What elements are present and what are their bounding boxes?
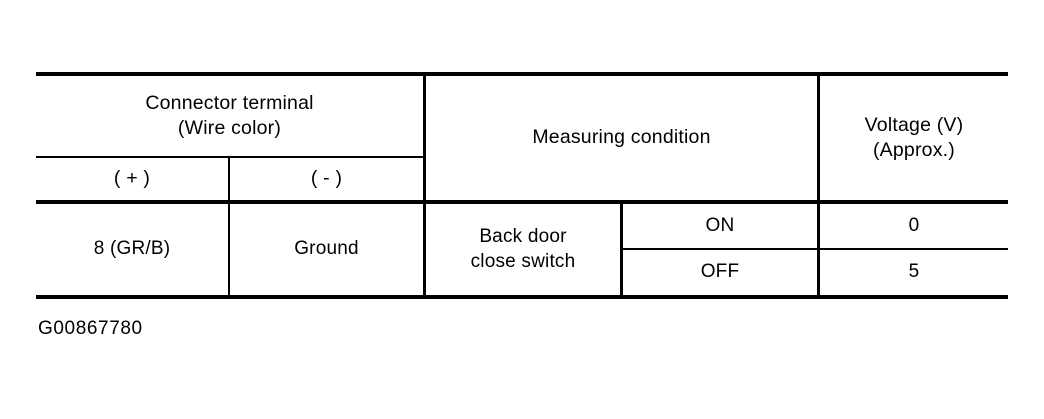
terminal-polarity-divider	[228, 156, 230, 295]
terminal-condition-divider	[423, 72, 426, 299]
cell-voltage-on: 0	[908, 214, 920, 236]
header-terminal-negative: ( - )	[310, 167, 343, 190]
table-bottom-border	[36, 295, 1008, 299]
header-measuring-condition: Measuring condition	[532, 126, 711, 149]
header-connector-terminal: Connector terminal (Wire color)	[145, 91, 314, 139]
condition-voltage-divider	[817, 72, 820, 299]
header-body-divider	[36, 200, 1008, 204]
cell-state-on: ON	[705, 214, 735, 236]
header-subsplit-rule	[36, 156, 425, 158]
table-top-border	[36, 72, 1008, 76]
state-split-rule	[620, 248, 1008, 250]
cell-terminal-negative: Ground	[294, 238, 359, 260]
cell-state-off: OFF	[700, 261, 740, 283]
condition-state-divider	[620, 200, 623, 299]
header-voltage: Voltage (V) (Approx.)	[864, 113, 964, 161]
cell-measuring-condition: Back door close switch	[470, 225, 576, 272]
header-terminal-positive: ( + )	[113, 167, 151, 190]
cell-terminal-positive: 8 (GR/B)	[93, 238, 171, 260]
figure-caption: G00867780	[38, 318, 143, 339]
cell-voltage-off: 5	[908, 261, 920, 283]
inspection-table: Connector terminal (Wire color) ( + ) ( …	[36, 72, 1008, 299]
